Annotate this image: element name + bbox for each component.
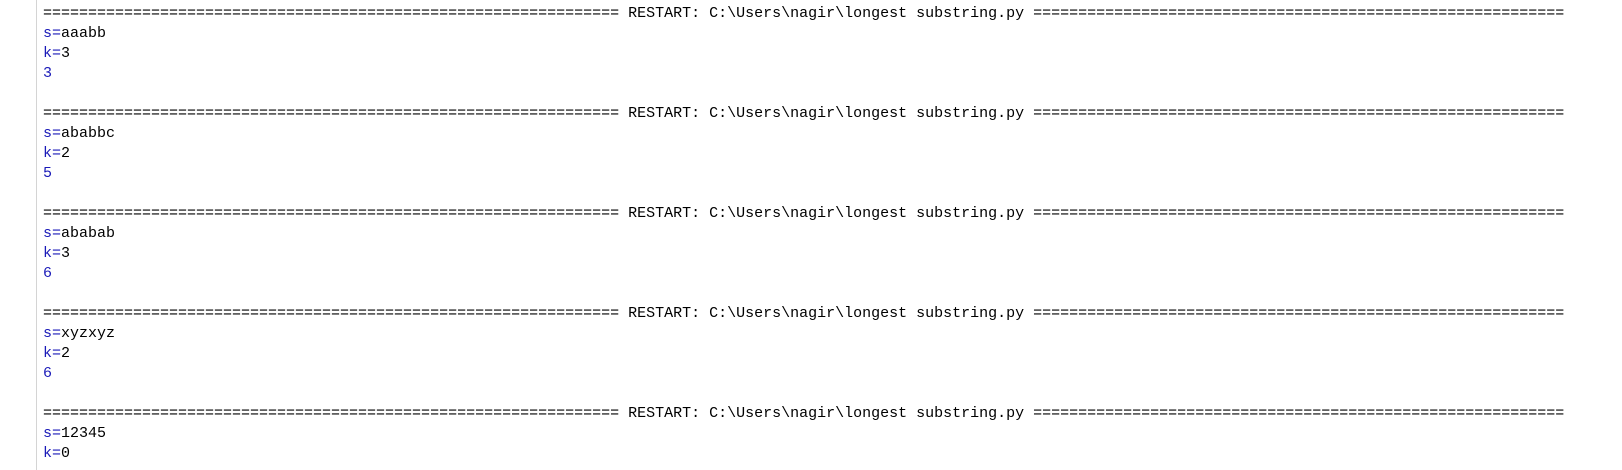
input-line-k: k=2 [43,144,1622,164]
restart-banner: ========================================… [43,105,1565,122]
user-input: ababbc [61,125,116,142]
program-output: 6 [43,365,53,382]
input-line-s: s=ababbc [43,124,1622,144]
input-line-s: s=12345 [43,424,1622,444]
user-input: 2 [61,145,71,162]
input-line-s: s=xyzxyz [43,324,1622,344]
shell-line: >>> [43,84,1622,104]
input-line-s: s=aaabb [43,24,1622,44]
shell-output-area[interactable]: >>> ====================================… [43,0,1622,470]
program-output: 6 [43,265,53,282]
user-input: aaabb [61,25,107,42]
input-prompt: k= [43,245,62,262]
input-line-k[interactable]: k=0 [43,444,1622,464]
user-input: 3 [61,245,71,262]
restart-banner: ========================================… [43,5,1565,22]
input-prompt: k= [43,445,62,462]
restart-banner: ========================================… [43,305,1565,322]
input-prompt: s= [43,125,62,142]
input-line-s: s=ababab [43,224,1622,244]
shell-line: >>> [43,284,1622,304]
user-input: 2 [61,345,71,362]
program-output: 3 [43,65,53,82]
input-prompt: s= [43,225,62,242]
input-prompt: s= [43,425,62,442]
input-line-k: k=3 [43,244,1622,264]
input-prompt: k= [43,145,62,162]
shell-line: >>> [43,184,1622,204]
input-prompt: s= [43,25,62,42]
input-line-k: k=2 [43,344,1622,364]
user-input: ababab [61,225,116,242]
prompt-gutter [0,0,37,470]
user-input: 12345 [61,425,107,442]
user-input: 3 [61,45,71,62]
input-prompt: s= [43,325,62,342]
restart-banner: ========================================… [43,205,1565,222]
program-output: 5 [43,165,53,182]
restart-banner: ========================================… [43,405,1565,422]
user-input: 0 [61,445,71,462]
input-prompt: k= [43,45,62,62]
shell-line: >>> [43,384,1622,404]
user-input: xyzxyz [61,325,116,342]
input-prompt: k= [43,345,62,362]
input-line-k: k=3 [43,44,1622,64]
